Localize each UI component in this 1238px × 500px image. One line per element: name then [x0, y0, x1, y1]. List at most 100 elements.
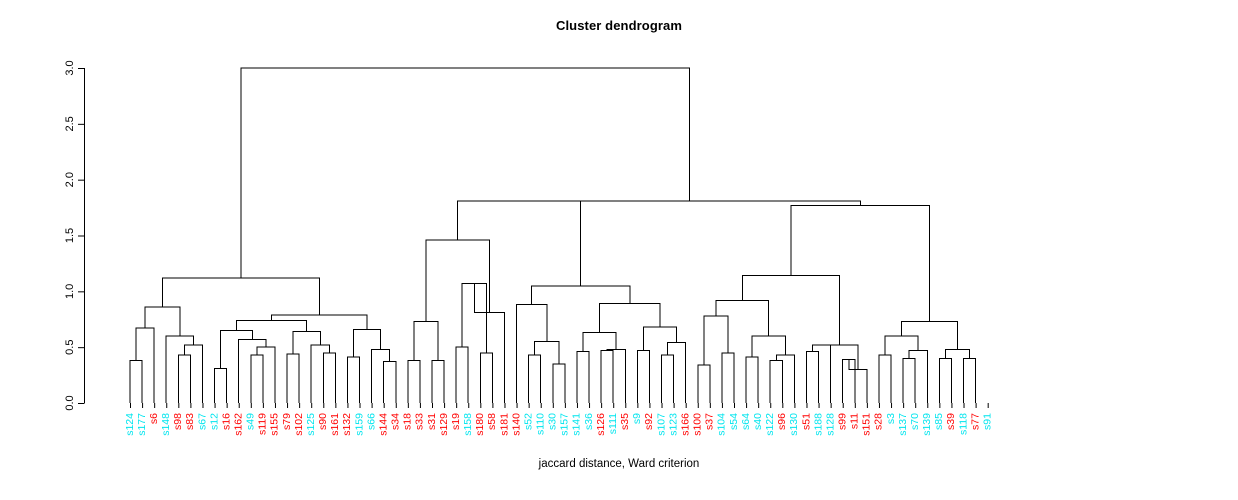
- dendrogram-link: [667, 342, 687, 403]
- dendrogram-link: [431, 360, 445, 403]
- leaf-label: s18: [402, 413, 414, 430]
- leaf-label: s124: [124, 413, 136, 436]
- dendrogram-link: [775, 354, 795, 403]
- dendrogram-link: [821, 344, 859, 370]
- dendrogram-link: [790, 204, 931, 322]
- dendrogram-link: [220, 329, 253, 369]
- leaf-label: s180: [474, 413, 486, 436]
- leaf-label: s155: [269, 413, 281, 436]
- dendrogram-link: [425, 239, 490, 322]
- dendrogram-link: [161, 277, 320, 315]
- leaf-label: s92: [643, 413, 655, 430]
- dendrogram-link: [878, 354, 892, 403]
- dendrogram-link: [310, 344, 330, 403]
- leaf-label: s79: [281, 413, 293, 430]
- dendrogram-link: [805, 351, 820, 403]
- dendrogram-links: [129, 67, 977, 403]
- dendrogram-link: [383, 361, 397, 403]
- leaf-label: s110: [535, 413, 547, 435]
- dendrogram-link: [407, 360, 421, 403]
- dendrogram-link: [721, 352, 735, 403]
- leaf-label: s132: [341, 413, 353, 436]
- dendrogram-link: [697, 364, 711, 403]
- dendrogram-link: [751, 335, 786, 358]
- y-tick-label: 2.0: [64, 172, 76, 187]
- leaf-label: s130: [788, 413, 800, 436]
- leaf-label: s9: [631, 413, 643, 424]
- leaf-label: s52: [522, 413, 534, 430]
- leaf-label: s49: [245, 413, 257, 430]
- y-tick-label: 2.5: [64, 116, 76, 131]
- dendrogram-link: [908, 350, 928, 403]
- dendrogram-link: [519, 200, 861, 206]
- leaf-label: s36: [583, 413, 595, 430]
- dendrogram-link: [741, 275, 841, 345]
- dendrogram-link: [455, 346, 469, 403]
- dendrogram-link: [812, 344, 832, 403]
- leaf-label: s12: [208, 413, 220, 430]
- dendrogram-link: [582, 332, 617, 352]
- dendrogram-link: [944, 348, 971, 359]
- leaf-label: s35: [619, 413, 631, 430]
- dendrogram-link: [703, 315, 729, 366]
- dendrogram-link: [516, 304, 548, 403]
- leaf-label: s144: [377, 413, 389, 436]
- dendrogram-link: [250, 354, 264, 403]
- page-title: Cluster dendrogram: [555, 18, 683, 33]
- dendrogram-link: [769, 360, 783, 403]
- dendrogram-link: [129, 360, 143, 403]
- dendrogram-link: [135, 327, 155, 403]
- leaf-label: s64: [740, 413, 752, 430]
- leaf-label: s77: [969, 413, 981, 430]
- leaf-label: s157: [559, 413, 571, 436]
- dendrogram-link: [599, 303, 661, 333]
- dendrogram-link: [963, 357, 977, 403]
- leaf-label: s6: [148, 413, 160, 424]
- dendrogram-link: [165, 335, 194, 403]
- dendrogram-link: [292, 331, 321, 354]
- dendrogram-link: [479, 352, 493, 403]
- leaf-label: s39: [945, 413, 957, 430]
- leaf-label: s188: [812, 413, 824, 436]
- dendrogram-link: [884, 335, 919, 355]
- dendrogram-link: [352, 328, 382, 358]
- leaf-label: s125: [305, 413, 317, 436]
- leaf-label: s58: [486, 413, 498, 430]
- y-tick-label: 0.5: [64, 340, 76, 355]
- dendrogram-link: [576, 351, 590, 403]
- dendrogram-link: [256, 346, 276, 403]
- y-tick-label: 1.0: [64, 284, 76, 299]
- dendrogram-link: [144, 306, 181, 336]
- dendrogram-link: [235, 319, 308, 332]
- leaf-label: s111: [607, 413, 619, 434]
- y-axis: [78, 68, 85, 404]
- leaf-label: s139: [921, 413, 933, 436]
- leaf-label: s177: [136, 413, 148, 436]
- y-tick-label: 1.5: [64, 228, 76, 243]
- leaf-label: s141: [571, 413, 583, 436]
- dendrogram-link: [715, 299, 770, 336]
- dendrogram-link: [902, 357, 916, 403]
- leaf-label: s40: [752, 413, 764, 430]
- leaf-label: s16: [220, 413, 232, 430]
- dendrogram-link: [534, 341, 560, 364]
- dendrogram-link: [552, 363, 566, 403]
- y-tick-label: 3.0: [64, 60, 76, 75]
- dendrogram-link: [371, 348, 391, 403]
- leaf-label: s98: [172, 413, 184, 430]
- leaf-label: s34: [390, 413, 402, 430]
- leaf-label: s159: [353, 413, 365, 436]
- leaf-label: s181: [498, 413, 510, 436]
- leaf-label: s37: [704, 413, 716, 430]
- dendrogram-link: [214, 367, 228, 403]
- dendrogram-link: [457, 200, 582, 286]
- leaf-label: s166: [679, 413, 691, 436]
- leaf-label: s85: [933, 413, 945, 430]
- dendrogram-link: [346, 356, 361, 403]
- dendrogram-link: [600, 350, 614, 403]
- leaf-label: s140: [510, 413, 522, 436]
- leaf-label: s91: [981, 413, 993, 430]
- dendrogram-link: [531, 285, 631, 305]
- leaf-label: s54: [728, 413, 740, 430]
